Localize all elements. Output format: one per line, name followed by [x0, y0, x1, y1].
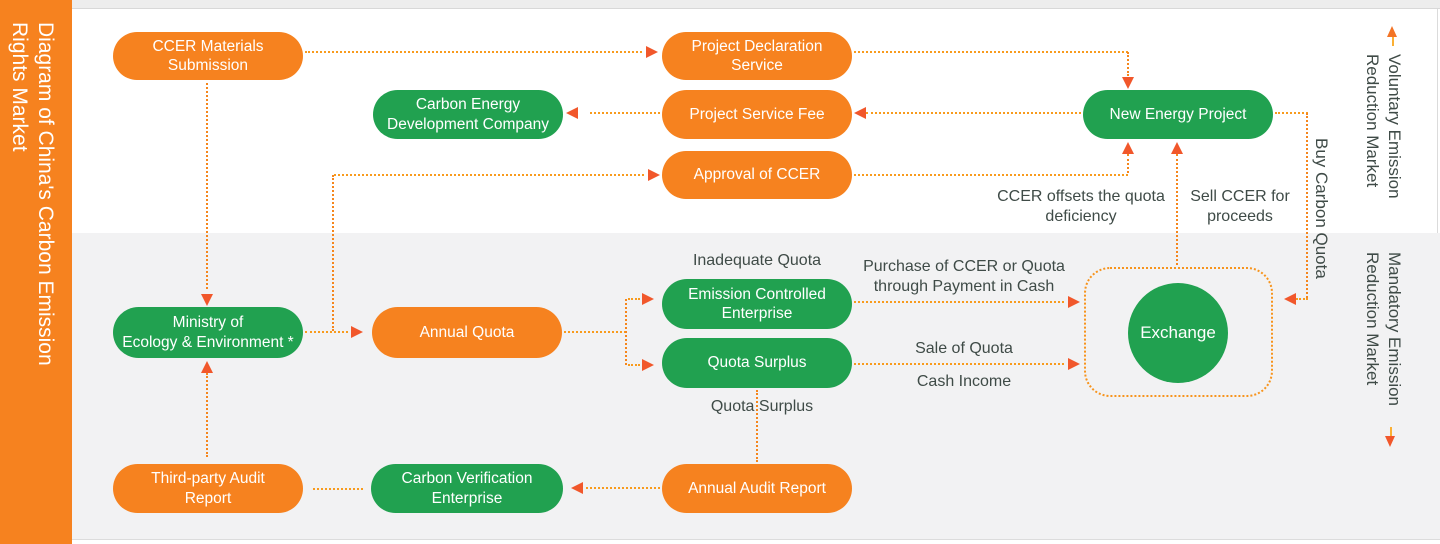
- node-carbon-energy-development-company: Carbon Energy Development Company: [373, 90, 563, 139]
- arrowhead-up-icon: [1122, 142, 1134, 154]
- node-label: Approval of CCER: [693, 166, 821, 184]
- label-sell-ccer-proceeds: Sell CCER for proceeds: [1190, 188, 1290, 225]
- connector-line: [1127, 154, 1129, 173]
- node-approval-of-ccer: Approval of CCER: [662, 151, 852, 199]
- node-label: Ministry of Ecology & Environment *: [122, 314, 294, 351]
- connector-line: [625, 299, 627, 365]
- connector-line: [1306, 113, 1308, 298]
- connector-line: [305, 331, 348, 333]
- connector-line: [866, 112, 1081, 114]
- connector-line: [586, 487, 660, 489]
- connector-line: [854, 301, 1064, 303]
- top-strip: [72, 0, 1440, 9]
- node-label: Project Service Fee: [689, 105, 825, 123]
- label-sale-of-quota: Sale of Quota: [915, 340, 1013, 357]
- connector-line: [854, 363, 1064, 365]
- label-inadequate-quota: Inadequate Quota: [692, 252, 822, 269]
- sidebar: Diagram of China's Carbon Emission Right…: [0, 0, 72, 544]
- connector-line: [305, 51, 642, 53]
- arrow-stem: [1390, 427, 1392, 436]
- node-label: Carbon Energy Development Company: [387, 96, 549, 133]
- label-voluntary-market: Voluntary Emission Reduction Market: [1363, 54, 1404, 199]
- connector-line: [1176, 154, 1178, 265]
- exchange-dotted-container: [1084, 267, 1273, 397]
- connector-line: [628, 364, 640, 366]
- node-label: CCER Materials Submission: [152, 37, 264, 74]
- arrowhead-right-icon: [648, 169, 660, 181]
- arrowhead-right-icon: [1068, 296, 1080, 308]
- connector-line: [206, 373, 208, 457]
- arrowhead-left-icon: [1284, 293, 1296, 305]
- arrowhead-down-icon: [201, 294, 213, 306]
- node-quota-surplus: Quota Surplus: [662, 338, 852, 388]
- connector-line: [313, 488, 363, 490]
- node-label: Project Declaration Service: [691, 37, 823, 74]
- node-label: Annual Quota: [419, 323, 515, 341]
- label-purchase-of-ccer: Purchase of CCER or Quota through Paymen…: [863, 258, 1065, 295]
- arrowhead-right-icon: [1068, 358, 1080, 370]
- node-label: Quota Surplus: [707, 354, 807, 372]
- node-label: Annual Audit Report: [688, 479, 826, 497]
- diagram-title: Diagram of China's Carbon Emission Right…: [8, 22, 57, 366]
- connector-line: [756, 390, 758, 462]
- node-project-declaration-service: Project Declaration Service: [662, 32, 852, 80]
- label-cash-income: Cash Income: [916, 373, 1012, 390]
- label-quota-surplus: Quota Surplus: [710, 398, 814, 415]
- connector-line: [1127, 52, 1129, 76]
- node-label: Carbon Verification Enterprise: [401, 470, 533, 507]
- node-label: Third-party Audit Report: [151, 470, 265, 507]
- connector-line: [854, 51, 1128, 53]
- arrowhead-right-icon: [642, 359, 654, 371]
- node-ministry-ecology-environment: Ministry of Ecology & Environment *: [113, 307, 303, 358]
- arrowhead-up-icon: [1387, 26, 1397, 37]
- connector-line: [334, 174, 644, 176]
- arrowhead-left-icon: [571, 482, 583, 494]
- node-annual-audit-report: Annual Audit Report: [662, 464, 852, 513]
- label-mandatory-market: Mandatory Emission Reduction Market: [1363, 252, 1404, 407]
- arrowhead-down-icon: [1385, 436, 1395, 447]
- label-buy-carbon-quota: Buy Carbon Quota: [1312, 138, 1331, 279]
- label-ccer-offsets-deficiency: CCER offsets the quota deficiency: [997, 188, 1165, 225]
- arrowhead-right-icon: [642, 293, 654, 305]
- arrowhead-up-icon: [1171, 142, 1183, 154]
- connector-line: [332, 175, 334, 331]
- node-project-service-fee: Project Service Fee: [662, 90, 852, 139]
- node-label: Emission Controlled Enterprise: [688, 285, 826, 322]
- connector-line: [628, 298, 640, 300]
- connector-line: [1296, 298, 1308, 300]
- arrowhead-right-icon: [646, 46, 658, 58]
- node-exchange: Exchange: [1128, 283, 1228, 383]
- node-ccer-materials-submission: CCER Materials Submission: [113, 32, 303, 80]
- arrowhead-left-icon: [566, 107, 578, 119]
- node-third-party-audit-report: Third-party Audit Report: [113, 464, 303, 513]
- arrowhead-up-icon: [201, 361, 213, 373]
- arrowhead-right-icon: [351, 326, 363, 338]
- node-carbon-verification-enterprise: Carbon Verification Enterprise: [371, 464, 563, 513]
- connector-line: [564, 331, 626, 333]
- arrowhead-down-icon: [1122, 77, 1134, 89]
- connector-line: [854, 174, 1128, 176]
- node-new-energy-project: New Energy Project: [1083, 90, 1273, 139]
- node-annual-quota: Annual Quota: [372, 307, 562, 358]
- arrowhead-left-icon: [854, 107, 866, 119]
- arrow-stem: [1392, 37, 1394, 46]
- connector-line: [590, 112, 660, 114]
- node-label: Exchange: [1140, 323, 1216, 342]
- connector-line: [1275, 112, 1308, 114]
- connector-line: [206, 83, 208, 289]
- node-emission-controlled-enterprise: Emission Controlled Enterprise: [662, 279, 852, 329]
- node-label: New Energy Project: [1109, 105, 1247, 123]
- right-border-line: [1437, 9, 1438, 233]
